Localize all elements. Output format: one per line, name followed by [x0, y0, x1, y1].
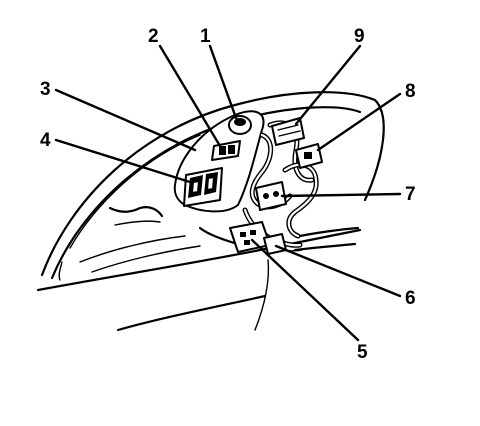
callout-9: 9 — [354, 26, 365, 47]
callout-5: 5 — [357, 342, 368, 363]
callout-labels: 1 2 3 4 5 6 7 8 9 — [40, 26, 416, 363]
connector-middle — [255, 181, 287, 211]
callout-4: 4 — [40, 130, 51, 151]
callout-6: 6 — [405, 288, 416, 309]
leader-lines — [54, 44, 402, 342]
callout-8: 8 — [405, 81, 416, 102]
door-trim-panel — [36, 91, 385, 332]
window-switches — [183, 167, 223, 207]
mirror-switch-knob — [228, 115, 252, 135]
callout-3: 3 — [40, 79, 51, 100]
harness-clip — [263, 233, 287, 255]
callout-7: 7 — [405, 184, 416, 205]
callout-2: 2 — [148, 26, 159, 47]
callout-1: 1 — [200, 26, 211, 47]
connector-right — [295, 143, 323, 169]
